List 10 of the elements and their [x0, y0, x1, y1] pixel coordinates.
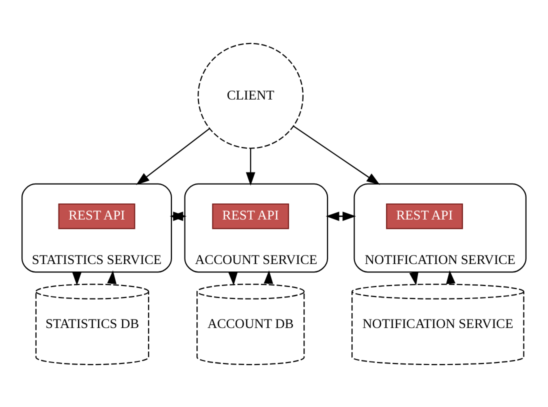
node-box: REST API: [386, 202, 463, 229]
node-box: REST API: [212, 202, 290, 229]
arrow: [136, 128, 210, 184]
arrow: [264, 270, 274, 284]
arrow: [446, 270, 456, 284]
arrow: [107, 270, 116, 284]
arrow: [246, 148, 256, 186]
node-box: REST API: [58, 202, 136, 229]
node-circle: CLIENT: [198, 42, 304, 148]
arrow: [293, 125, 380, 184]
